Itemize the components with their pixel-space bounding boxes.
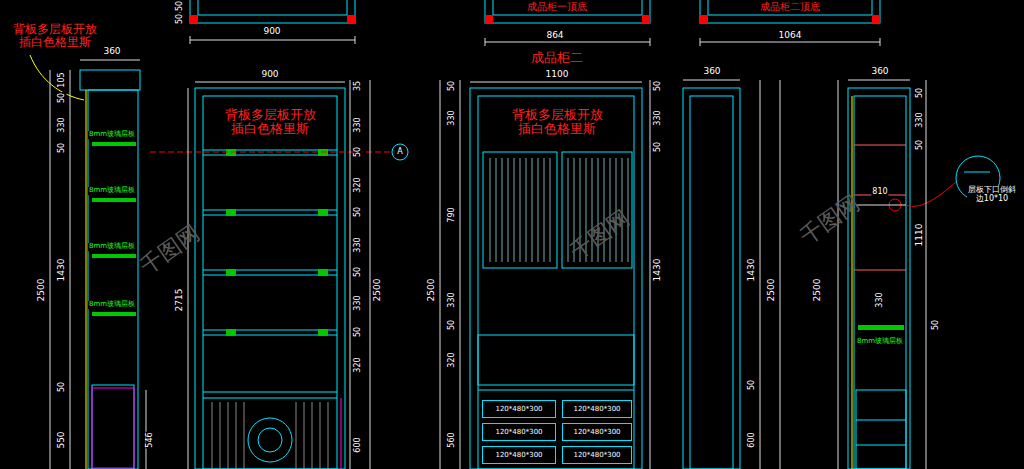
dimension-text: 330 [58, 116, 67, 133]
watermark: 千图网 [135, 221, 205, 280]
dimension-text: 360 [702, 67, 721, 77]
drawer-box: 120*480*300 [562, 423, 632, 441]
dimension-text: 546 [146, 431, 155, 448]
dimension-text: 50 [654, 141, 663, 153]
dimension-text: 8mm玻璃层板 [88, 243, 136, 251]
note-text: 背板多层板开放 插白色格里斯 [10, 23, 100, 49]
watermark: 千图网 [795, 191, 865, 250]
dimension-text: 50 [176, 0, 185, 12]
dimension-text: 2500 [373, 278, 383, 303]
dimension-text: 50 [58, 92, 67, 104]
dimension-text: 50 [354, 206, 363, 218]
dimension-text: 35 [354, 80, 363, 92]
dimension-text: 790 [448, 206, 457, 223]
dimension-text: 50 [354, 266, 363, 278]
dimension-text: 1110 [915, 223, 925, 248]
dimension-text: 810 [871, 188, 888, 197]
watermark: 千图网 [565, 206, 635, 265]
dimension-text: 8mm玻璃层板 [88, 131, 136, 139]
dimension-text: 50 [354, 146, 363, 158]
dimension-text: 50 [448, 319, 457, 331]
note-text: 成品柜一顶底 [526, 1, 588, 12]
dimension-text: 360 [870, 67, 889, 77]
dimension-text: 2500 [37, 278, 47, 303]
drawer-size: 120*480*300 [495, 405, 542, 413]
note-text: 背板多层板开放 插白色格里斯 [504, 108, 610, 137]
dimension-text: 50 [916, 87, 925, 99]
dimension-text: 8mm玻璃层板 [88, 187, 136, 195]
dimension-text: 50 [916, 139, 925, 151]
drawer-box: 120*480*300 [482, 423, 556, 441]
dimension-text: 2715 [175, 288, 185, 313]
dimension-text: 50 [176, 13, 185, 25]
dimension-text: 105 [58, 71, 67, 88]
dimension-text: 8mm玻璃层板 [856, 338, 904, 346]
drawer-size: 120*480*300 [573, 451, 620, 459]
dimension-text: 330 [916, 111, 925, 128]
drawer-size: 120*480*300 [495, 451, 542, 459]
dimension-text: 330 [354, 294, 363, 311]
note-text: 背板多层板开放 插白色格里斯 [217, 108, 323, 137]
dimension-text: 1100 [545, 70, 570, 80]
dimension-text: 900 [262, 27, 281, 37]
dimension-text: 330 [654, 109, 663, 126]
dimension-text: 50 [932, 319, 941, 331]
dimension-text: 864 [545, 31, 564, 41]
dimension-text: 1064 [778, 31, 803, 41]
drawer-box: 120*480*300 [562, 400, 632, 418]
drawer-box: 120*480*300 [562, 446, 632, 464]
dimension-text: 320 [448, 351, 457, 368]
dimension-text: 50 [58, 381, 67, 393]
dimension-text: 900 [260, 70, 279, 80]
dimension-text: 50 [748, 379, 757, 391]
dimension-text: 2500 [813, 278, 823, 303]
drawer-size: 120*480*300 [573, 405, 620, 413]
dimension-text: 600 [354, 436, 363, 453]
drawer-size: 120*480*300 [573, 428, 620, 436]
dimension-text: 1430 [653, 258, 663, 283]
dimension-text: 1430 [57, 258, 67, 283]
drawer-size: 120*480*300 [495, 428, 542, 436]
dimension-text: 320 [354, 176, 363, 193]
dimension-text: 320 [354, 356, 363, 373]
dimension-text: 330 [876, 291, 885, 308]
dimension-text: 550 [57, 430, 67, 449]
dimension-text: 360 [102, 47, 121, 57]
dimension-text: 50 [58, 142, 67, 154]
dimension-text: 层板下口倒斜边10*10 [967, 186, 1017, 204]
dimension-text: 330 [448, 291, 457, 308]
dimension-text: 330 [354, 116, 363, 133]
drawer-box: 120*480*300 [482, 400, 556, 418]
dimension-text: 2500 [767, 278, 777, 303]
dimension-text: 330 [354, 236, 363, 253]
dimension-text: A [396, 148, 403, 157]
note-text: 成品柜二 [530, 51, 584, 65]
dimension-text: 50 [448, 80, 457, 92]
note-text: 成品柜二顶底 [759, 1, 821, 12]
dimension-text: 50 [354, 326, 363, 338]
dimension-text: 50 [654, 80, 663, 92]
dimension-text: 330 [448, 109, 457, 126]
dimension-text: 8mm玻璃层板 [88, 301, 136, 309]
drawer-box: 120*480*300 [482, 446, 556, 464]
dimension-text: 600 [748, 431, 757, 448]
dimension-text: 560 [448, 431, 457, 448]
dimension-text: 2500 [427, 278, 437, 303]
dimension-text: 1430 [747, 258, 757, 283]
